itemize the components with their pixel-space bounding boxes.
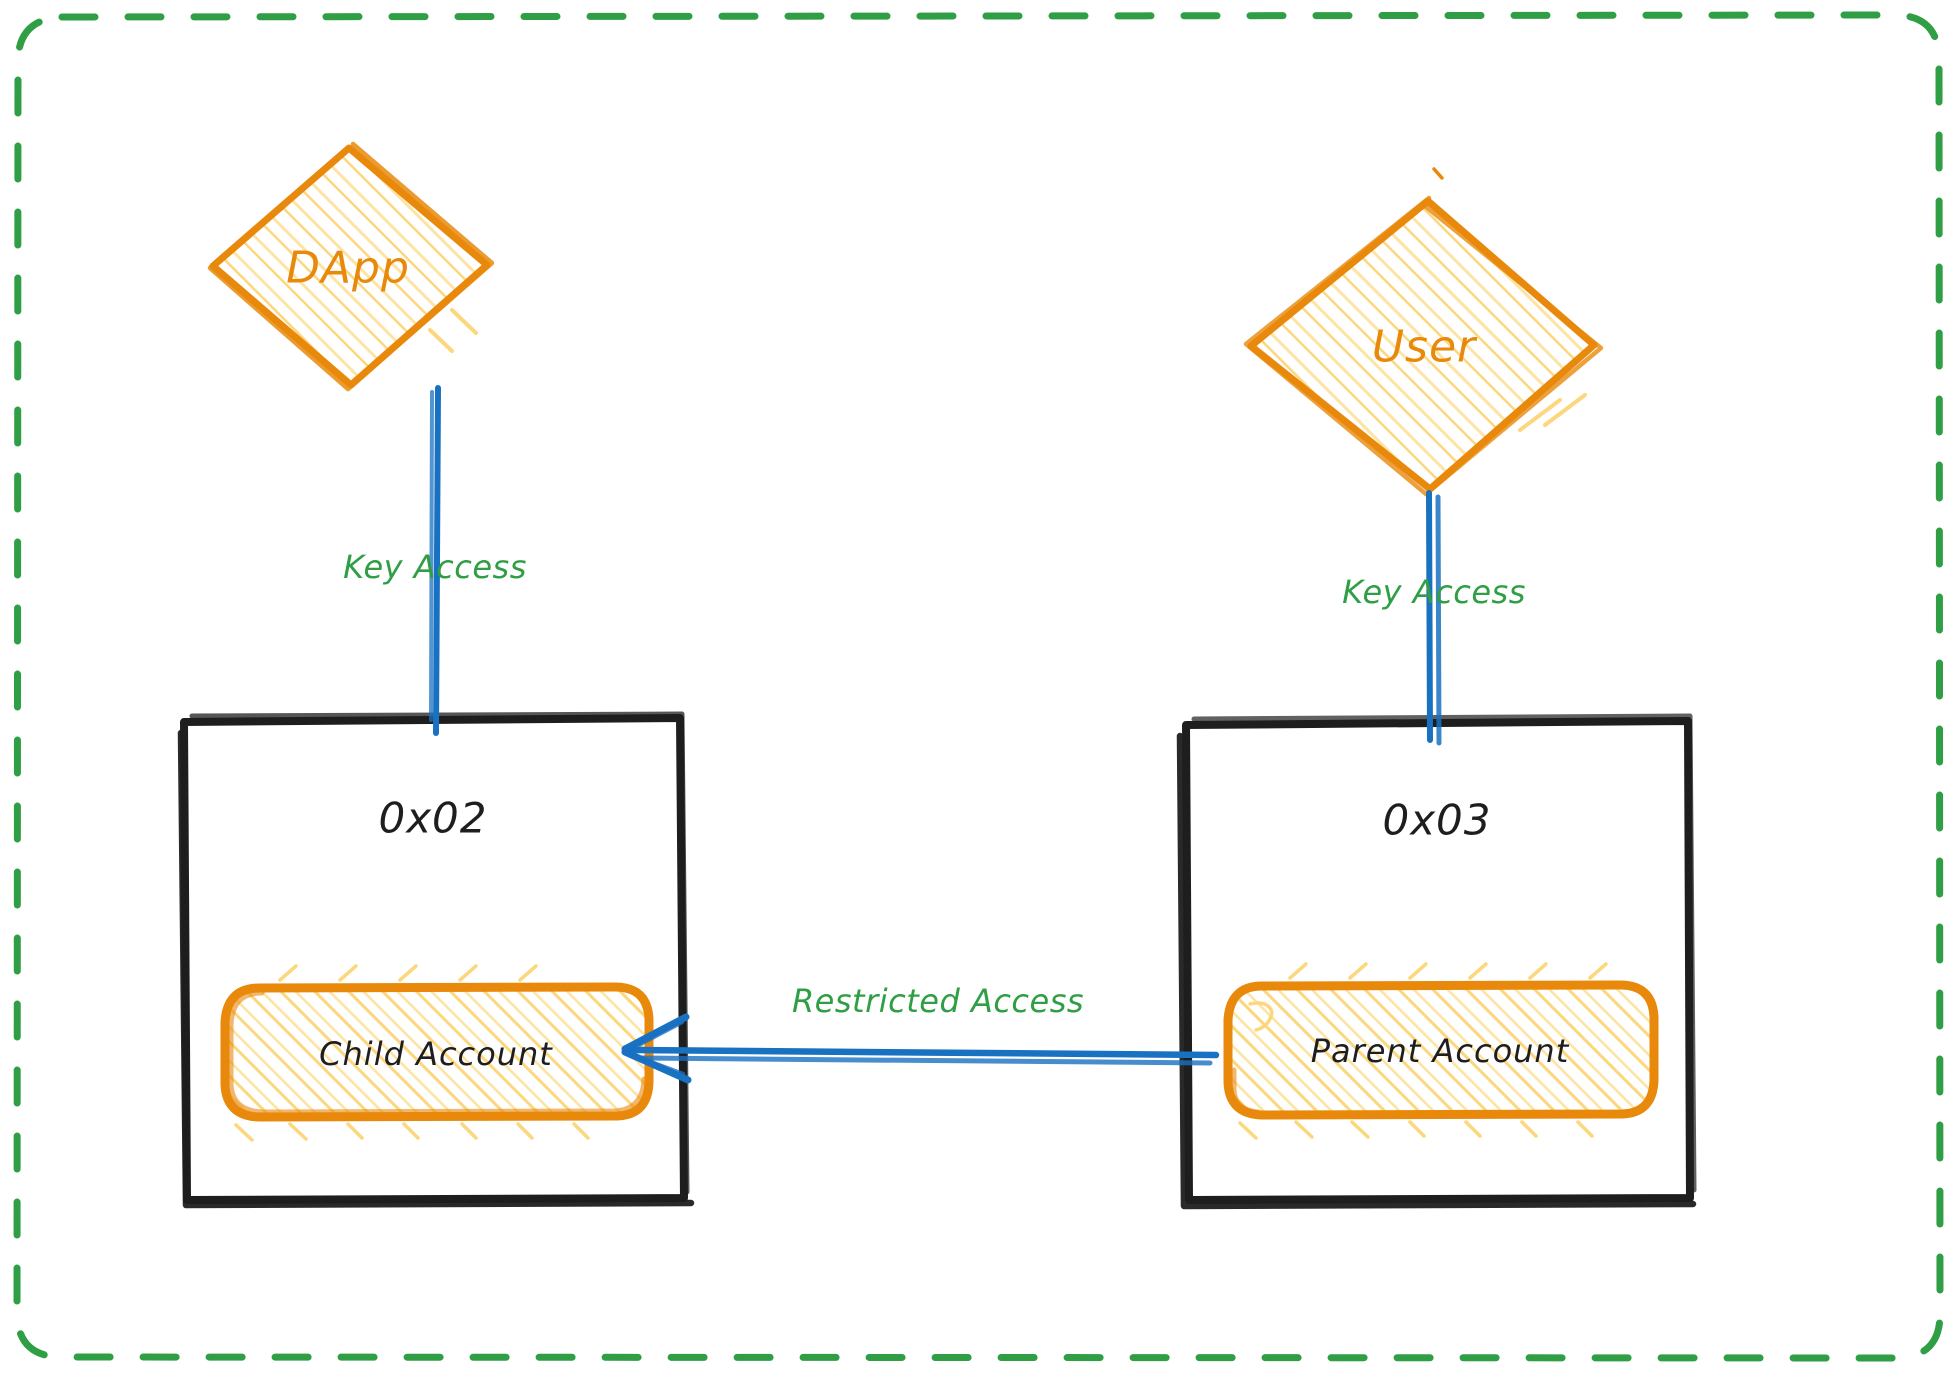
parent-box-shape [1176,713,1697,1210]
child-box-shape [177,711,695,1209]
user-diamond-shape [1243,167,1604,497]
arrow-user-to-parent-box [1426,490,1442,746]
dapp-diamond-shape [207,141,495,392]
child-account-shape [220,964,654,1142]
parent-account-shape [1223,962,1659,1140]
arrow-parent-to-child-account [621,1013,1220,1084]
dashed-green-boundary [13,11,1944,1362]
arrow-dapp-to-child-box [429,385,441,736]
